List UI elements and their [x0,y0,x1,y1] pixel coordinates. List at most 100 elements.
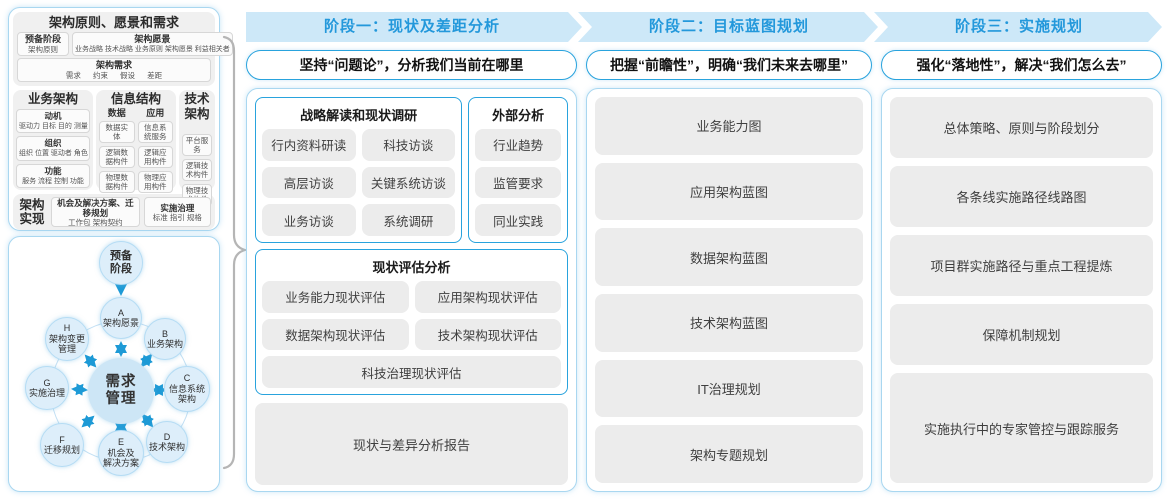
section-business-architecture: 业务架构 动机 驱动力 目标 目的 测量 组织 组织 位置 驱动者 角色 功能 … [13,90,93,190]
group-strategy-research: 战略解读和现状调研 行内资料研读 科技访谈 高层访谈 关键系统访谈 业务访谈 系… [255,97,463,243]
deliverable-box: 数据架构蓝图 [595,228,863,287]
task-box: 业务访谈 [262,204,356,236]
section-title: 架构原则、愿景和需求 [48,15,179,30]
data-header: 数据 [107,108,126,118]
phase-1-content: 战略解读和现状调研 行内资料研读 科技访谈 高层访谈 关键系统访谈 业务访谈 系… [246,88,577,492]
deliverable-box: 保障机制规划 [890,304,1153,366]
task-box: 技术架构现状评估 [414,318,561,351]
node-e-opportunities-solutions: E 机会及 解决方案 [98,430,144,476]
deliverable-box: 项目群实施路径与重点工程提炼 [890,235,1153,297]
biz-item-title: 组织 [44,138,62,149]
section-technology-architecture: 技术架构 平台服务 逻辑技术构件 物理技术构件 [179,90,215,206]
biz-title: 业务架构 [27,92,78,106]
group-current-state-assessment: 现状评估分析 业务能力现状评估 应用架构现状评估 数据架构现状评估 技术架构现状… [255,249,568,395]
task-box: 关键系统访谈 [361,166,456,199]
group-title: 外部分析 [492,108,545,123]
impl-box-governance: 实施治理 标准 指引 规格 [143,197,211,227]
deliverable-box: 各条线实施路径线路图 [890,166,1153,228]
impl-box-sub: 工作包 架构契约 [68,217,123,227]
node-preliminary-phase: 预备 阶段 [99,241,143,285]
impl-label: 架构实现 [19,198,45,226]
biz-item-function: 功能 服务 流程 控制 功能 [16,163,90,188]
phase-2-subtitle: 把握“前瞻性”，明确“我们未来去哪里” [586,50,872,80]
task-box: 行业趋势 [475,129,561,161]
deliverable-box: 实施执行中的专家管控与跟踪服务 [890,373,1153,483]
node-h-architecture-change-management: H 架构变更 管理 [45,317,89,361]
impl-box-title: 实施治理 [160,202,195,213]
architecture-framework-panel: 架构原则、愿景和需求 预备阶段 架构原则 架构愿景 业务战略 技术战略 业务原则… [8,7,233,231]
curly-brace [222,35,250,470]
data-subcolumn: 数据 数据实体 逻辑数据构件 物理数据构件 [99,108,135,193]
biz-item-sub: 驱动力 目标 目的 测量 [19,123,88,131]
node-a-architecture-vision: A 架构愿景 [100,297,142,339]
node-g-implementation-governance: G 实施治理 [25,366,69,410]
group-external-analysis: 外部分析 行业趋势 监管要求 同业实践 [468,97,568,243]
section-principles-vision-requirements: 架构原则、愿景和需求 预备阶段 架构原则 架构愿景 业务战略 技术战略 业务原则… [13,12,233,86]
app-subcolumn: 应用 信息系统服务 逻辑应用构件 物理应用构件 [137,108,173,193]
biz-item-motivation: 动机 驱动力 目标 目的 测量 [16,109,90,134]
data-item: 数据实体 [99,121,135,143]
deliverable-box: 总体策略、原则与阶段划分 [890,97,1153,159]
deliverable-box: IT治理规划 [595,359,863,418]
section-architecture-realization: 架构实现 机会及解决方案、迁移规划 工作包 架构契约 实施治理 标准 指引 规格 [13,194,215,230]
phase-3-subtitle: 强化“落地性”，解决“我们怎么去” [881,50,1162,80]
biz-item-sub: 服务 流程 控制 功能 [22,177,84,185]
phase-arrow-band [246,12,1162,42]
adm-cycle-panel: 预备 阶段 需求 管理 A 架构愿景 B 业务架构 C 信息系统 架构 D 技术… [8,236,220,492]
deliverable-box: 业务能力图 [595,97,863,155]
prep-phase-title: 预备阶段 [24,34,61,44]
task-box: 应用架构现状评估 [414,281,561,313]
data-item: 逻辑数据构件 [99,146,135,168]
vision-title: 架构愿景 [134,34,171,44]
architecture-requirements-box: 架构需求 需求 约束 假设 差距 [17,58,211,82]
biz-item-organization: 组织 组织 位置 驱动者 角色 [16,136,90,161]
biz-item-sub: 组织 位置 驱动者 角色 [19,150,88,158]
group-title: 现状评估分析 [372,260,451,275]
deliverable-box: 架构专题规划 [595,425,863,484]
band-segment-2 [578,12,878,42]
task-box: 高层访谈 [262,166,356,199]
phase-1-subtitle: 坚持“问题论”，分析我们当前在哪里 [246,50,577,80]
impl-box-migration: 机会及解决方案、迁移规划 工作包 架构契约 [51,197,140,227]
phase-1-header: 阶段一：现状及差距分析 [323,18,500,35]
task-box: 数据架构现状评估 [262,318,409,351]
app-item: 逻辑应用构件 [137,146,173,168]
node-d-technology-architecture: D 技术架构 [146,421,188,463]
prep-phase-sub: 架构原则 [28,45,58,54]
task-box: 系统调研 [361,204,456,236]
app-header: 应用 [146,108,165,118]
impl-box-title: 机会及解决方案、迁移规划 [57,197,134,218]
req-title: 架构需求 [95,60,132,70]
app-item: 信息系统服务 [137,121,173,143]
node-f-migration-planning: F 迁移规划 [40,423,84,467]
biz-item-title: 动机 [44,111,62,122]
architecture-vision-box: 架构愿景 业务战略 技术战略 业务原则 架构愿景 利益相关者 [72,32,233,56]
task-box: 同业实践 [475,204,561,237]
phase-3-header: 阶段三：实施规划 [954,18,1083,35]
task-box: 监管要求 [475,166,561,199]
req-sub: 需求 约束 假设 差距 [65,71,163,80]
deliverable-box: 应用架构蓝图 [595,162,863,221]
task-box: 行内资料研读 [262,129,356,161]
node-c-information-systems-architecture: C 信息系统 架构 [164,366,210,412]
impl-box-sub: 标准 指引 规格 [152,212,202,222]
prep-phase-box: 预备阶段 架构原则 [17,32,69,56]
phase-3-content: 总体策略、原则与阶段划分 各条线实施路径线路图 项目群实施路径与重点工程提炼 保… [881,88,1162,492]
band-segment-1 [246,12,582,42]
task-box: 科技治理现状评估 [262,356,561,388]
node-requirements-management: 需求 管理 [88,358,154,424]
tech-item: 逻辑技术构件 [182,159,212,181]
biz-item-title: 功能 [44,165,62,176]
vision-sub: 业务战略 技术战略 业务原则 架构愿景 利益相关者 [75,46,230,53]
section-information-structure: 信息结构 数据 数据实体 逻辑数据构件 物理数据构件 应用 信息系统服务 逻辑应… [96,90,176,193]
group-title: 战略解读和现状调研 [300,108,418,123]
info-title: 信息结构 [110,92,161,106]
node-b-business-architecture: B 业务架构 [144,318,186,360]
phase-2-content: 业务能力图 应用架构蓝图 数据架构蓝图 技术架构蓝图 IT治理规划 架构专题规划 [586,88,872,492]
app-item: 物理应用构件 [137,171,173,193]
band-segment-3 [874,12,1162,42]
data-item: 物理数据构件 [99,171,135,193]
task-box: 科技访谈 [361,129,456,161]
gap-analysis-report-box: 现状与差异分析报告 [255,403,568,485]
task-box: 业务能力现状评估 [262,281,409,313]
